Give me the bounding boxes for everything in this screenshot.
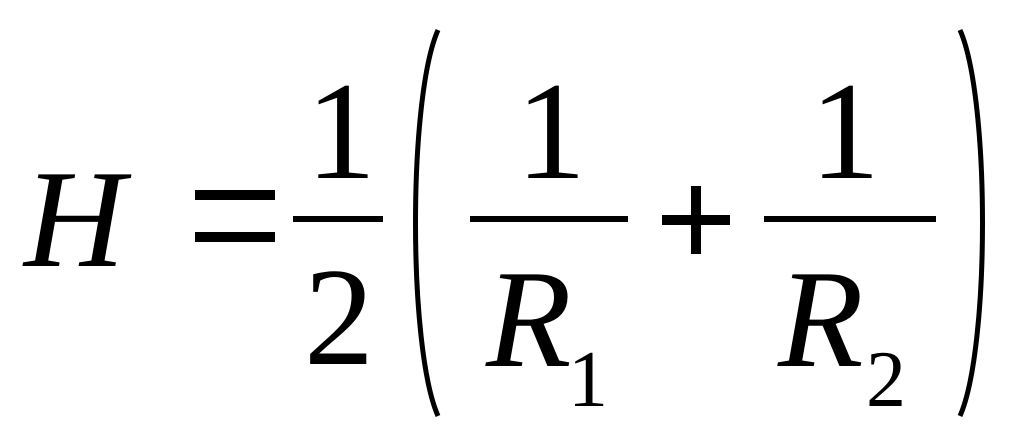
term2-numerator: 1 <box>810 54 880 209</box>
term1-numerator: 1 <box>516 54 586 209</box>
equals-sign: = <box>195 190 275 242</box>
plus-sign: + <box>662 186 730 254</box>
variable-h: H <box>24 142 126 297</box>
half-fraction-bar <box>293 216 383 222</box>
term1-r-symbol: R <box>486 242 572 397</box>
right-parenthesis <box>957 28 985 418</box>
term2-subscript: 2 <box>866 336 906 424</box>
term2-fraction-bar <box>764 216 936 222</box>
half-numerator: 1 <box>306 54 376 209</box>
left-parenthesis <box>413 28 441 418</box>
term2-r-symbol: R <box>778 242 864 397</box>
term1-subscript: 1 <box>568 336 608 424</box>
half-denominator: 2 <box>304 240 374 395</box>
term1-fraction-bar <box>470 216 628 222</box>
